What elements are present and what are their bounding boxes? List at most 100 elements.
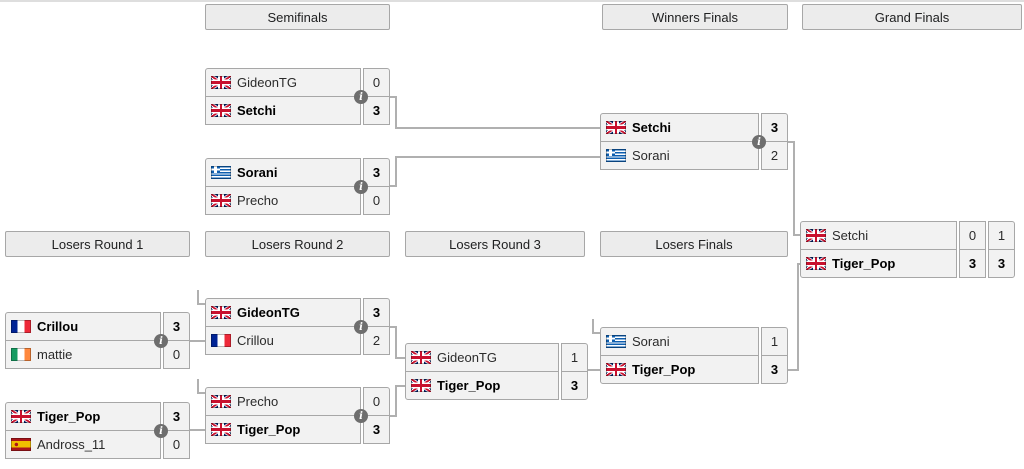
top-divider <box>0 0 1024 2</box>
player-cell[interactable]: Tiger_Pop <box>205 415 361 444</box>
player-row: Precho 0 <box>205 186 390 215</box>
connector-lf-gf <box>788 369 799 371</box>
info-icon[interactable]: i <box>354 90 368 104</box>
flag-icon <box>411 379 431 392</box>
player-row: Setchi 3 <box>205 96 390 125</box>
player-cell[interactable]: Sorani <box>205 158 361 187</box>
player-cell[interactable]: GideonTG <box>405 343 559 372</box>
match-losers-round2-2: Precho 0 Tiger_Pop 3 i <box>205 387 390 444</box>
player-name[interactable]: GideonTG <box>237 305 300 320</box>
connector-wf-gf <box>788 141 795 143</box>
player-name[interactable]: Tiger_Pop <box>237 422 301 437</box>
player-cell[interactable]: Tiger_Pop <box>600 355 759 384</box>
player-name[interactable]: GideonTG <box>237 75 297 90</box>
score-cell-set2: 3 <box>988 249 1015 278</box>
score-cell: 1 <box>761 327 788 356</box>
flag-icon <box>11 348 31 361</box>
info-icon[interactable]: i <box>354 180 368 194</box>
connector-lr2m1-lr3 <box>395 326 397 359</box>
score-cell: 3 <box>363 415 390 444</box>
player-name[interactable]: Sorani <box>632 148 670 163</box>
player-name[interactable]: Tiger_Pop <box>437 378 501 393</box>
drop-hook-lr2m2 <box>197 392 206 394</box>
connector-sf1-wf <box>395 96 397 129</box>
player-name[interactable]: Precho <box>237 394 279 409</box>
player-cell[interactable]: Sorani <box>600 141 759 170</box>
player-name[interactable]: mattie <box>37 347 73 362</box>
flag-icon <box>606 149 626 162</box>
player-cell[interactable]: Setchi <box>800 221 957 250</box>
drop-hook-lf <box>592 332 601 334</box>
match-losers-round2-1: GideonTG 3 Crillou 2 i <box>205 298 390 355</box>
connector-sf2-wf <box>390 185 397 187</box>
player-name[interactable]: Crillou <box>237 333 274 348</box>
player-cell[interactable]: Setchi <box>600 113 759 142</box>
player-cell[interactable]: Precho <box>205 186 361 215</box>
player-cell[interactable]: Andross_11 <box>5 430 161 459</box>
player-cell[interactable]: GideonTG <box>205 298 361 327</box>
match-grand-finals: Setchi 0 1 Tiger_Pop 3 3 <box>800 221 1015 278</box>
round-header-grand-finals: Grand Finals <box>802 4 1022 30</box>
player-cell[interactable]: Setchi <box>205 96 361 125</box>
player-name[interactable]: Setchi <box>832 228 869 243</box>
player-row: Setchi 3 <box>600 113 788 142</box>
drop-hook-lr2m1 <box>197 303 206 305</box>
player-row: GideonTG 3 <box>205 298 390 327</box>
player-name[interactable]: Tiger_Pop <box>832 256 896 271</box>
player-row: Setchi 0 1 <box>800 221 1015 250</box>
info-icon[interactable]: i <box>154 334 168 348</box>
player-row: Tiger_Pop 3 <box>600 355 788 384</box>
player-cell[interactable]: Crillou <box>205 326 361 355</box>
score-cell: 3 <box>163 402 190 431</box>
player-name[interactable]: Crillou <box>37 319 79 334</box>
player-name[interactable]: GideonTG <box>437 350 497 365</box>
player-cell[interactable]: mattie <box>5 340 161 369</box>
connector-sf2-wf <box>395 156 397 187</box>
match-semifinal-2: Sorani 3 Precho 0 i <box>205 158 390 215</box>
info-icon[interactable]: i <box>154 424 168 438</box>
connector-lr2m2-lr3 <box>390 415 397 417</box>
score-cell: 0 <box>363 186 390 215</box>
player-row: mattie 0 <box>5 340 190 369</box>
player-cell[interactable]: Crillou <box>5 312 161 341</box>
score-cell-set1: 3 <box>959 249 986 278</box>
player-name[interactable]: Setchi <box>632 120 672 135</box>
info-icon[interactable]: i <box>354 409 368 423</box>
round-header-losers-finals: Losers Finals <box>600 231 788 257</box>
player-name[interactable]: Sorani <box>632 334 670 349</box>
player-cell[interactable]: Tiger_Pop <box>405 371 559 400</box>
flag-icon <box>211 395 231 408</box>
player-name[interactable]: Andross_11 <box>37 437 106 452</box>
connector-lr2m2-lr3 <box>395 385 397 417</box>
flag-icon <box>211 166 231 179</box>
info-icon[interactable]: i <box>752 135 766 149</box>
connector-lf-gf <box>797 263 799 371</box>
player-name[interactable]: Sorani <box>237 165 278 180</box>
match-losers-round1-1: Crillou 3 mattie 0 i <box>5 312 190 369</box>
match-losers-finals: Sorani 1 Tiger_Pop 3 <box>600 327 788 384</box>
player-name[interactable]: Setchi <box>237 103 277 118</box>
flag-icon <box>11 320 31 333</box>
drop-hook-lr2m1 <box>197 290 199 305</box>
player-cell[interactable]: GideonTG <box>205 68 361 97</box>
score-cell: 1 <box>561 343 588 372</box>
round-header-winners-finals: Winners Finals <box>602 4 788 30</box>
player-cell[interactable]: Precho <box>205 387 361 416</box>
player-row: Sorani 3 <box>205 158 390 187</box>
score-cell-set1: 0 <box>959 221 986 250</box>
info-icon[interactable]: i <box>354 320 368 334</box>
flag-icon <box>606 121 626 134</box>
player-cell[interactable]: Tiger_Pop <box>800 249 957 278</box>
score-cell: 0 <box>363 68 390 97</box>
player-name[interactable]: Tiger_Pop <box>632 362 696 377</box>
flag-icon <box>211 423 231 436</box>
connector-wf-gf <box>793 141 795 236</box>
player-row: Crillou 3 <box>5 312 190 341</box>
flag-icon <box>11 410 31 423</box>
player-name[interactable]: Tiger_Pop <box>37 409 101 424</box>
player-name[interactable]: Precho <box>237 193 279 208</box>
player-cell[interactable]: Sorani <box>600 327 759 356</box>
player-cell[interactable]: Tiger_Pop <box>5 402 161 431</box>
match-winners-finals: Setchi 3 Sorani 2 i <box>600 113 788 170</box>
